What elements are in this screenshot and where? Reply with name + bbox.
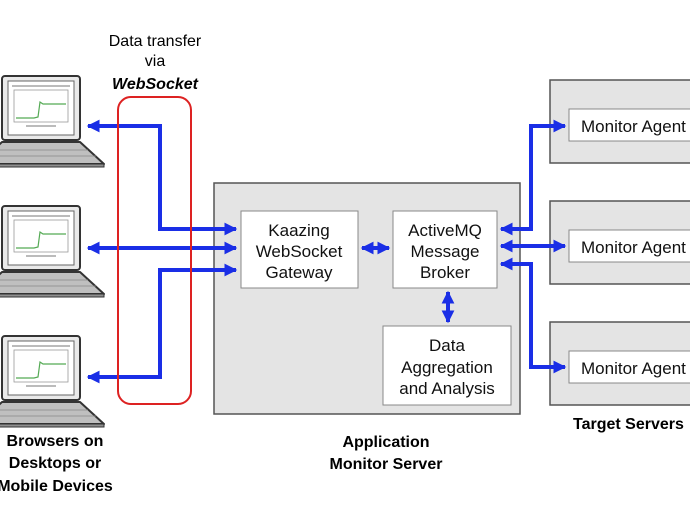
analysis-line1: Data (429, 336, 465, 355)
server-caption-line2: Monitor Server (330, 456, 443, 473)
broker-line2: Message (411, 242, 480, 261)
laptop-icon (0, 205, 105, 298)
agent-box-2 (568, 229, 690, 263)
transfer-label-line1: Data transfer (109, 33, 202, 50)
agent-label-2: Monitor Agent (581, 238, 686, 257)
laptop3-gateway-arrow (86, 263, 238, 384)
browsers-caption-line2: Desktops or (9, 455, 101, 472)
gateway-line3: Gateway (265, 263, 333, 282)
laptop1-gateway-arrow (86, 119, 238, 236)
gateway-line1: Kaazing (268, 221, 329, 240)
browsers-caption-line3: Mobile Devices (0, 478, 113, 495)
broker-agent1-arrow (499, 119, 567, 236)
agent-box-1 (568, 108, 690, 142)
laptop-icon (0, 75, 105, 168)
laptop-icon (0, 335, 105, 428)
gateway-line2: WebSocket (256, 242, 343, 261)
analysis-box (382, 325, 512, 406)
transfer-label-line3: WebSocket (112, 76, 199, 93)
broker-line1: ActiveMQ (408, 221, 482, 240)
agent-box-3 (568, 350, 690, 384)
websocket-outline (117, 96, 192, 405)
broker-agent3-arrow (499, 257, 567, 374)
gateway-box (240, 210, 359, 289)
browsers-caption-line1: Browsers on (7, 433, 104, 450)
agent-label-1: Monitor Agent (581, 117, 686, 136)
transfer-label-line2: via (145, 53, 166, 70)
server-caption-line1: Application (342, 434, 429, 451)
broker-box (392, 210, 498, 289)
broker-line3: Broker (420, 263, 470, 282)
analysis-line3: and Analysis (399, 379, 494, 398)
analysis-line2: Aggregation (401, 358, 493, 377)
targets-caption: Target Servers (573, 416, 684, 433)
agent-label-3: Monitor Agent (581, 359, 686, 378)
